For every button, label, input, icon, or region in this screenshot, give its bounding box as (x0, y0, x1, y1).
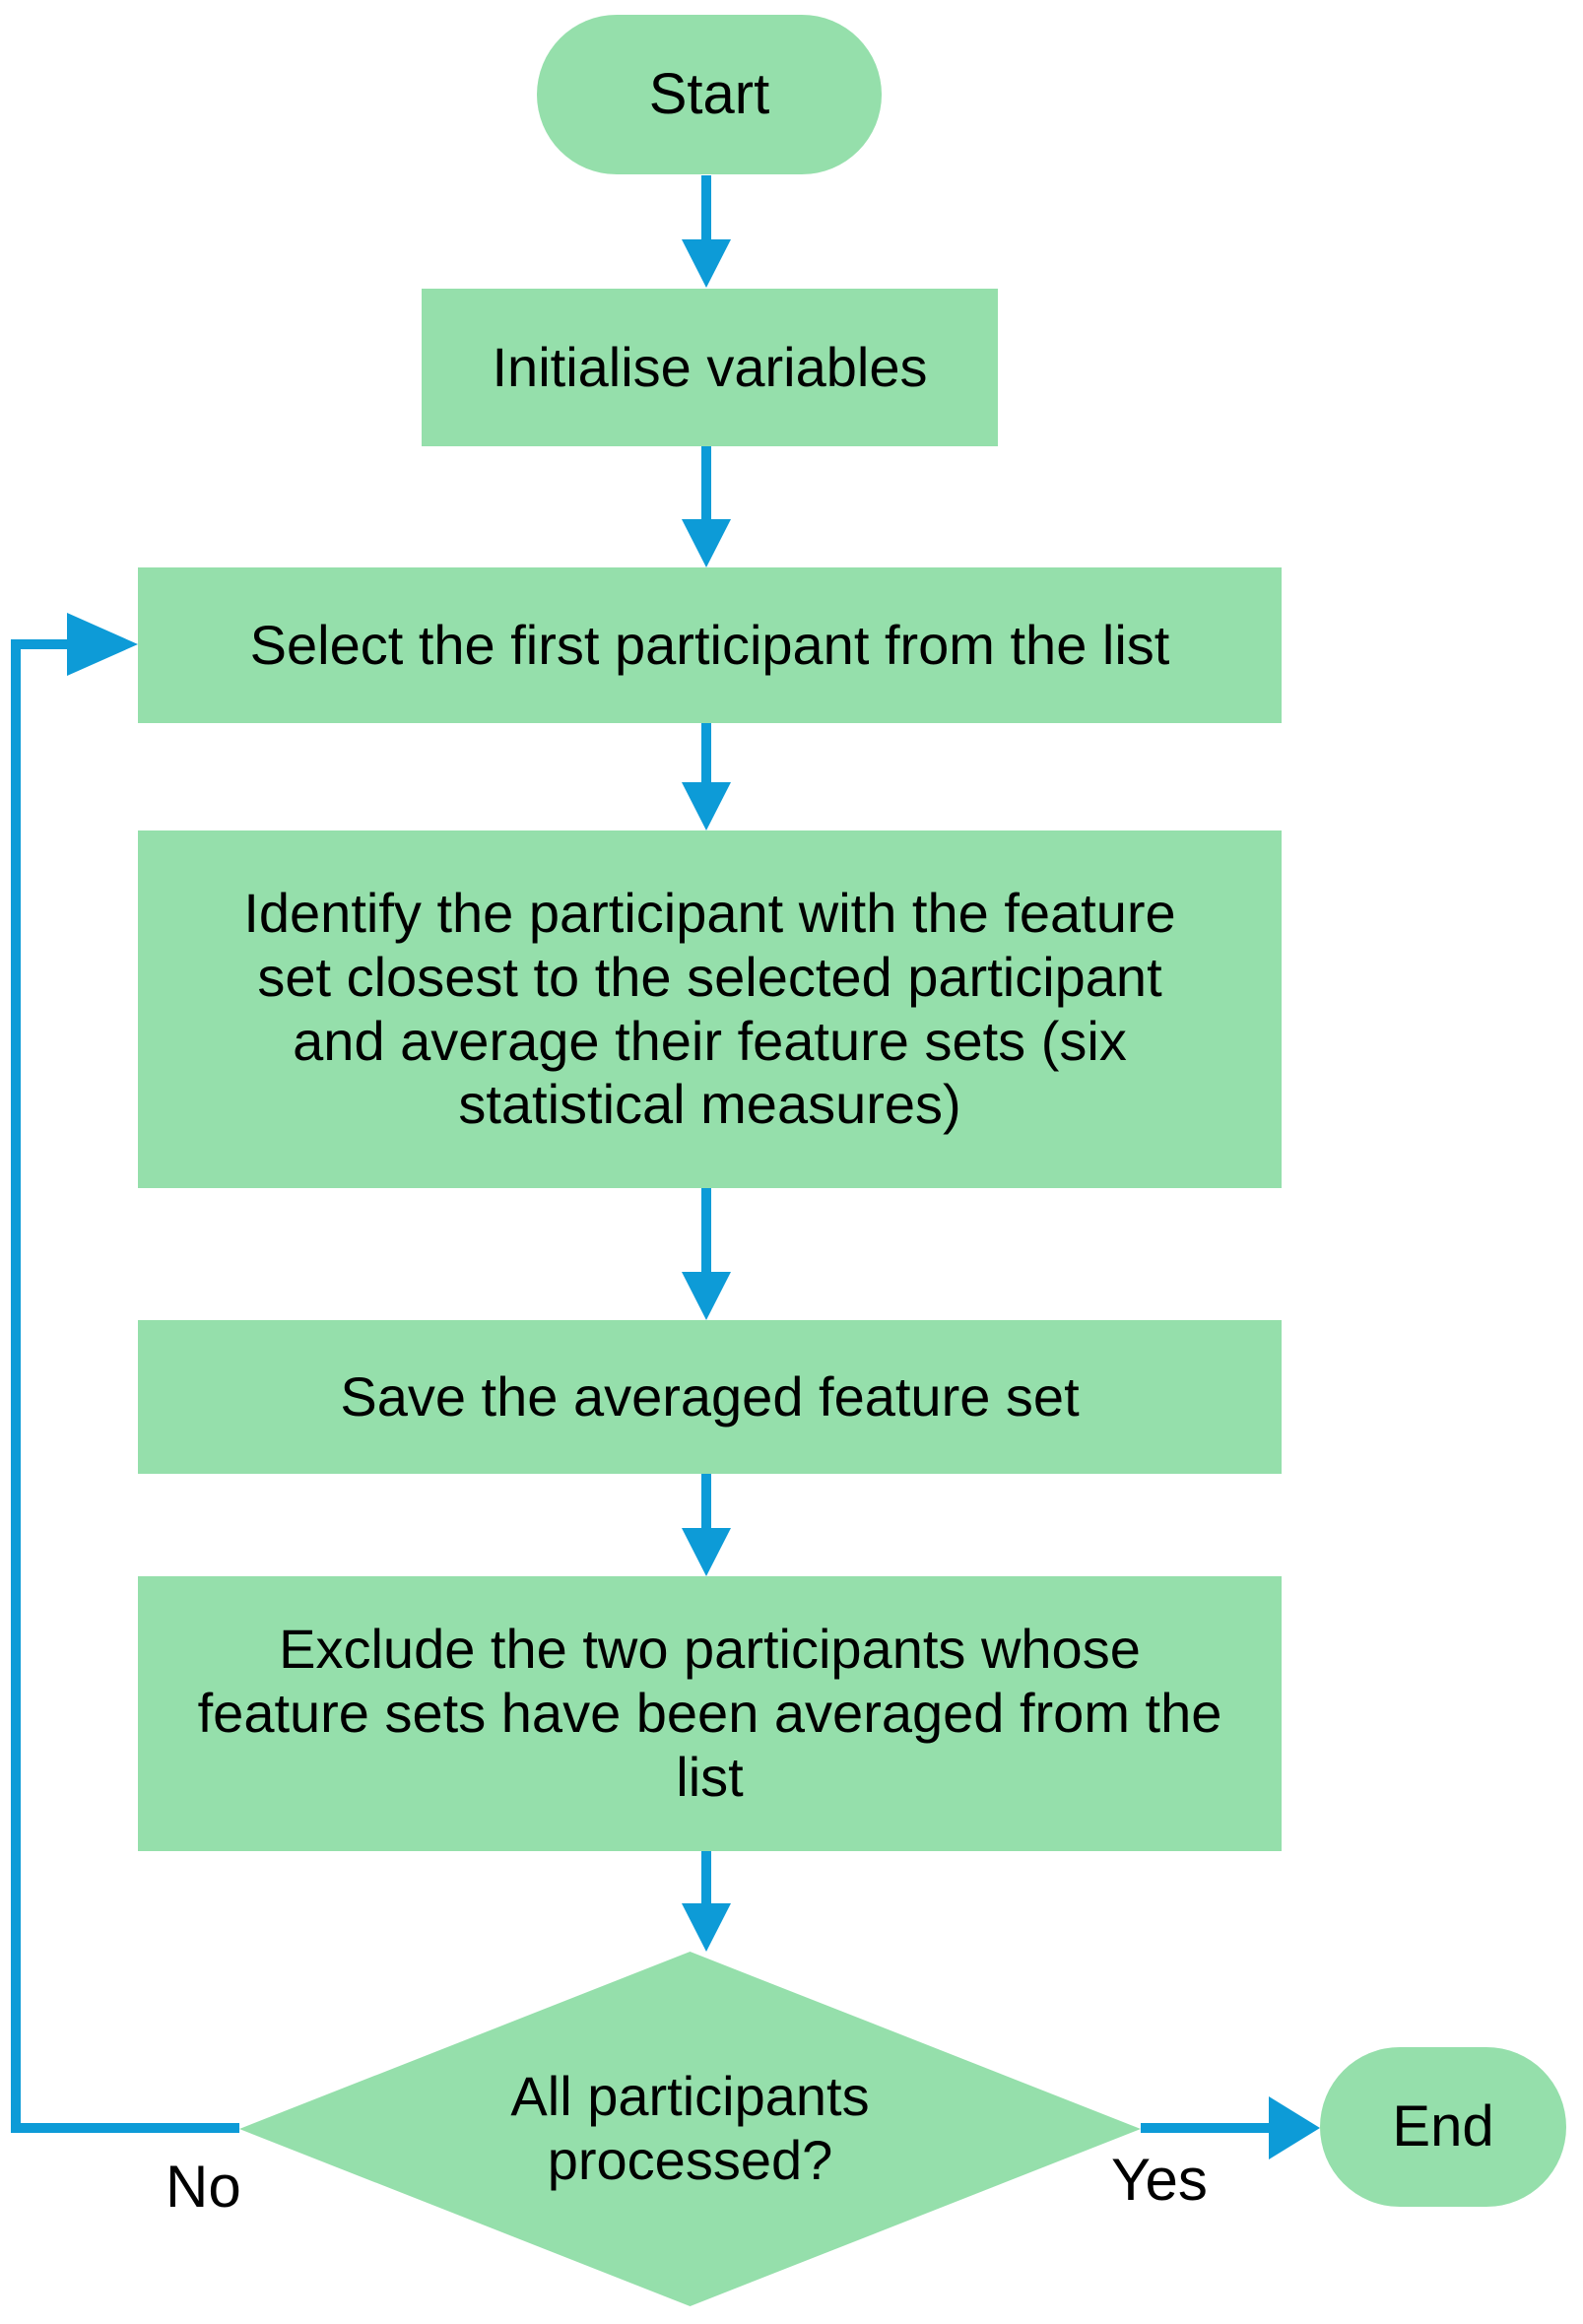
connector-start-to-init (682, 175, 731, 288)
node-select-first-participant[interactable]: Select the first participant from the li… (138, 567, 1282, 723)
node-exclude-participants[interactable]: Exclude the two participants whose featu… (138, 1576, 1282, 1851)
node-select-first-participant-label: Select the first participant from the li… (249, 613, 1170, 676)
connector-identify-to-save (682, 1188, 731, 1320)
connector-select-to-identify (682, 723, 731, 830)
edge-label-no: No (165, 2153, 241, 2221)
node-all-participants-processed-label: All participants processed? (510, 2065, 870, 2191)
node-save-averaged-feature-set-label: Save the averaged feature set (340, 1364, 1080, 1428)
node-initialise-variables-label: Initialise variables (492, 335, 928, 398)
node-identify-closest-participant-label: Identify the participant with the featur… (243, 881, 1176, 1136)
node-start[interactable]: Start (537, 15, 882, 174)
node-save-averaged-feature-set[interactable]: Save the averaged feature set (138, 1320, 1282, 1474)
connector-save-to-exclude (682, 1474, 731, 1576)
connector-init-to-select (682, 446, 731, 567)
edge-label-yes-text: Yes (1111, 2147, 1208, 2213)
node-identify-closest-participant[interactable]: Identify the participant with the featur… (138, 830, 1282, 1188)
node-exclude-participants-label: Exclude the two participants whose featu… (197, 1618, 1222, 1808)
node-start-label: Start (648, 62, 770, 127)
edge-label-yes: Yes (1111, 2146, 1208, 2214)
decision-diamond-shape (239, 1952, 1141, 2306)
edge-label-no-text: No (165, 2154, 241, 2220)
node-end[interactable]: End (1320, 2047, 1566, 2207)
connector-exclude-to-decision (682, 1851, 731, 1952)
decision-label-wrap: All participants processed? (239, 1952, 1141, 2306)
node-end-label: End (1392, 2094, 1494, 2159)
node-initialise-variables[interactable]: Initialise variables (422, 289, 998, 446)
node-all-participants-processed[interactable]: All participants processed? (239, 1952, 1141, 2306)
